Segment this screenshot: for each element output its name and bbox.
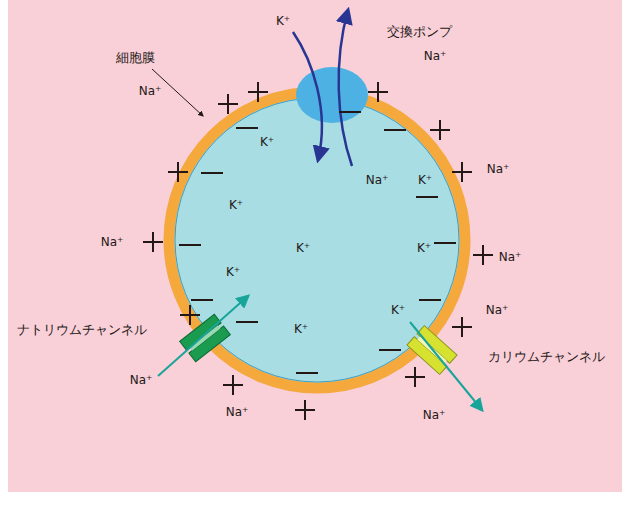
ion-label: K⁺	[418, 174, 432, 187]
positive-charge	[248, 82, 268, 102]
ion-label: Na⁺	[226, 406, 249, 419]
negative-charge	[296, 372, 318, 374]
ion-label: Na⁺	[423, 409, 446, 422]
negative-charge	[191, 299, 213, 301]
membrane-inner-line	[175, 98, 459, 382]
potassium-efflux-arrow	[410, 322, 482, 410]
ion-label: Na⁺	[139, 85, 162, 98]
positive-charge	[452, 162, 472, 182]
positive-charge	[180, 305, 200, 325]
negative-charge	[419, 299, 441, 301]
positive-charge	[168, 162, 188, 182]
negative-charge	[379, 349, 401, 351]
sodium-out-arrow	[339, 10, 352, 166]
negative-charge	[434, 242, 456, 244]
sodium-influx-arrow	[158, 296, 248, 376]
negative-charge	[236, 321, 258, 323]
part-name: カリウムチャンネル	[488, 350, 605, 364]
positive-charge	[368, 82, 388, 102]
positive-charge	[430, 120, 450, 140]
negative-charge	[201, 172, 223, 174]
extracellular-ground	[8, 0, 622, 492]
ion-label: K⁺	[276, 15, 290, 28]
positive-charge	[223, 375, 243, 395]
negative-charge	[384, 129, 406, 131]
ion-label: Na⁺	[499, 251, 522, 264]
sodium-channel	[180, 314, 231, 362]
negative-charge	[236, 127, 258, 129]
negative-charge	[339, 111, 361, 113]
ion-label: K⁺	[417, 242, 431, 255]
positive-charge	[452, 317, 472, 337]
ion-label: Na⁺	[487, 163, 510, 176]
ion-label: Na⁺	[366, 174, 389, 187]
ion-label: K⁺	[294, 323, 308, 336]
potassium-in-arrow	[293, 32, 322, 160]
ion-label: Na⁺	[101, 236, 124, 249]
positive-charge	[143, 232, 163, 252]
ion-label: K⁺	[296, 242, 310, 255]
ion-label: K⁺	[229, 199, 243, 212]
cell-membrane	[169, 92, 465, 388]
negative-charge	[416, 196, 438, 198]
ion-label: K⁺	[260, 136, 274, 149]
positive-charge	[295, 400, 315, 420]
part-name: ナトリウムチャンネル	[17, 323, 147, 337]
positive-charge	[405, 367, 425, 387]
ion-label: Na⁺	[130, 374, 153, 387]
ion-label: K⁺	[226, 266, 240, 279]
exchange-pump	[296, 67, 368, 123]
charge-symbols	[143, 82, 493, 420]
part-name: 交換ポンプ	[387, 25, 452, 39]
ion-label: Na⁺	[424, 50, 447, 63]
negative-charge	[179, 244, 201, 246]
ion-label: K⁺	[391, 304, 405, 317]
ion-label: Na⁺	[486, 304, 509, 317]
positive-charge	[218, 94, 238, 114]
positive-charge	[473, 245, 493, 265]
part-name: 細胞膜	[116, 51, 155, 65]
